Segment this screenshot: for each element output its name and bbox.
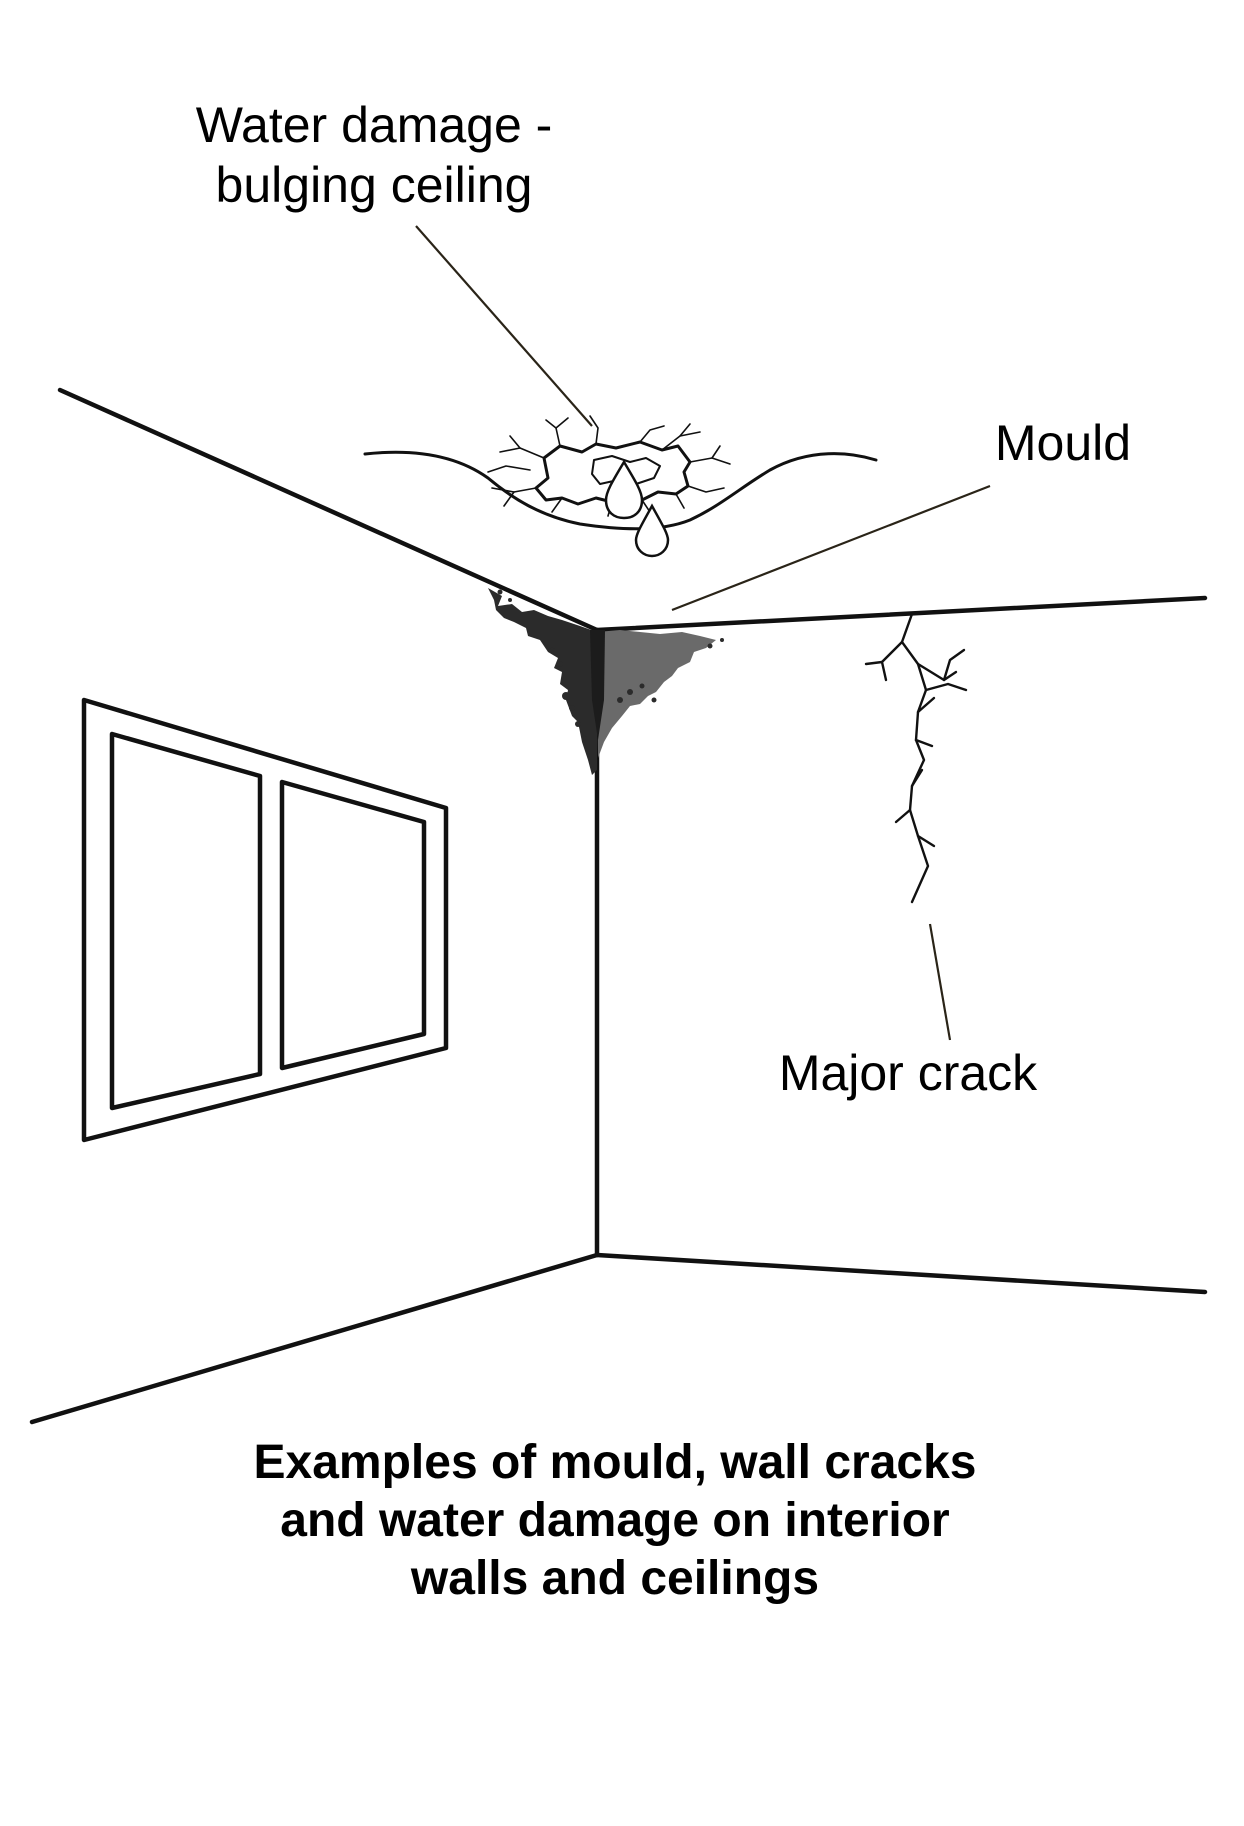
caption-line-2: and water damage on interior: [280, 1494, 949, 1547]
caption: Examples of mould, wall cracks and water…: [254, 1436, 977, 1605]
window-pane-right: [279, 779, 427, 1071]
water-drop-lower: [634, 503, 670, 558]
window: [81, 697, 449, 1143]
leader-lines: [415, 225, 991, 1041]
mould-label: Mould: [995, 415, 1131, 471]
caption-line-1: Examples of mould, wall cracks: [254, 1436, 977, 1489]
left-floor-edge: [29, 1252, 600, 1425]
mould-specks: [497, 589, 724, 741]
mould-left-wall: [488, 588, 597, 775]
ceiling-cracks: [487, 415, 731, 517]
right-floor-edge: [594, 1252, 1208, 1295]
ceiling-bulge-outline: [363, 450, 878, 531]
water-damage-leader: [415, 225, 593, 427]
wall-crack: [864, 612, 968, 904]
water-drop-upper: [604, 459, 644, 520]
water-damage-label-line1: Water damage -: [196, 97, 553, 153]
crack-leader: [928, 923, 952, 1041]
right-ceiling-edge: [594, 595, 1208, 633]
major-crack-label: Major crack: [779, 1045, 1038, 1101]
left-ceiling-edge: [57, 387, 600, 633]
mould-right-wall: [597, 630, 716, 758]
mould-corner-core: [590, 630, 605, 740]
room-outline: [29, 387, 1208, 1425]
window-pane-left: [109, 731, 263, 1111]
bulging-ceiling: [363, 415, 878, 558]
mould-patch: [488, 588, 724, 775]
caption-line-3: walls and ceilings: [410, 1552, 819, 1605]
water-damage-label-line2: bulging ceiling: [216, 157, 533, 213]
window-frame-outer: [81, 697, 449, 1143]
mould-leader: [671, 484, 991, 612]
